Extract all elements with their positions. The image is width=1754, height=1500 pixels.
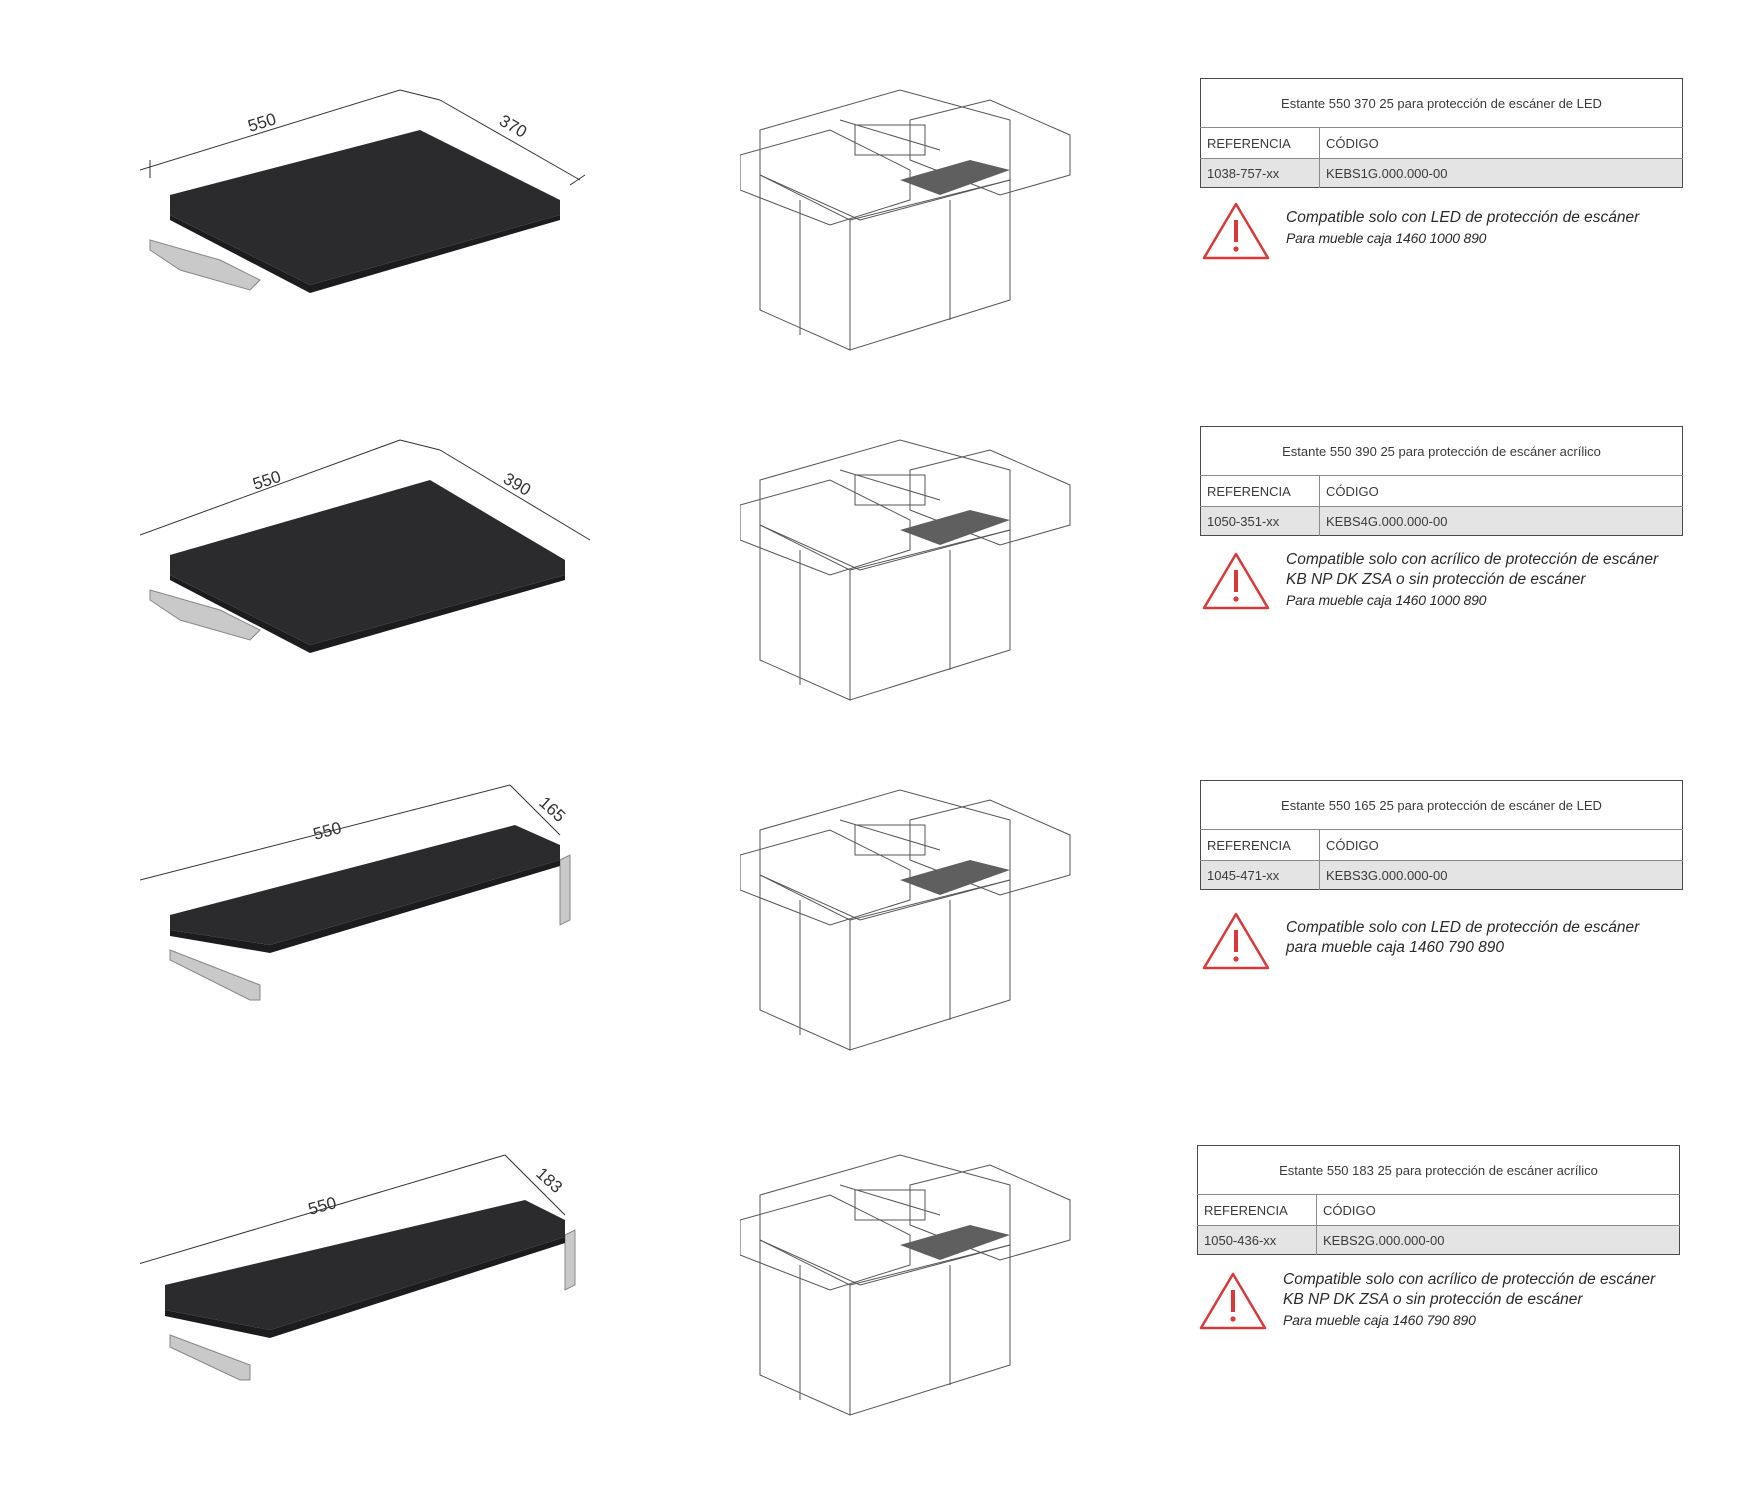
product-row-2: 550 390 Estante 550 390 25 para protecci…	[0, 410, 1754, 770]
note-line: KB NP DK ZSA o sin protección de escáner	[1286, 571, 1586, 588]
note-line: KB NP DK ZSA o sin protección de escáner	[1283, 1291, 1583, 1308]
dimension-length: 550	[250, 467, 283, 494]
checkout-counter-drawing	[740, 89, 1071, 351]
dimension-length: 550	[246, 109, 279, 135]
reference-value: 1050-351-xx	[1200, 506, 1320, 536]
note-line: Para mueble caja 1460 790 890	[1283, 1312, 1476, 1328]
dimension-depth: 370	[496, 111, 530, 142]
spec-table: Estante 550 390 25 para protección de es…	[1200, 426, 1683, 536]
table-title: Estante 550 183 25 para protección de es…	[1197, 1145, 1680, 1195]
spec-table: Estante 550 165 25 para protección de es…	[1200, 780, 1683, 890]
col-header-referencia: REFERENCIA	[1200, 127, 1320, 159]
reference-value: 1045-471-xx	[1200, 860, 1320, 890]
reference-value: 1050-436-xx	[1197, 1225, 1317, 1255]
shelf-drawing: 550 165	[140, 784, 571, 1001]
checkout-counter-drawing	[740, 789, 1071, 1051]
compatibility-note: Compatible solo con LED de protección de…	[1200, 910, 1720, 980]
note-line: Compatible solo con LED de protección de…	[1286, 209, 1640, 226]
warning-triangle-icon	[1199, 1272, 1267, 1330]
spec-table: Estante 550 370 25 para protección de es…	[1200, 78, 1683, 188]
product-row-3: 550 165 Estante 550 165 25 para protecci…	[0, 760, 1754, 1120]
code-value: KEBS3G.000.000-00	[1319, 860, 1683, 890]
dimension-length: 550	[306, 1193, 338, 1219]
code-value: KEBS2G.000.000-00	[1316, 1225, 1680, 1255]
note-line: Compatible solo con acrílico de protecci…	[1283, 1271, 1656, 1288]
dimension-depth: 183	[532, 1164, 566, 1197]
warning-triangle-icon	[1202, 202, 1270, 260]
table-title: Estante 550 390 25 para protección de es…	[1200, 426, 1683, 476]
shelf-drawing: 550 183	[140, 1154, 576, 1381]
dimension-depth: 390	[500, 469, 534, 500]
checkout-counter-drawing	[740, 439, 1071, 701]
warning-triangle-icon	[1202, 552, 1270, 610]
compatibility-note: Compatible solo con acrílico de protecci…	[1197, 1270, 1717, 1340]
dimension-depth: 165	[535, 793, 569, 826]
code-value: KEBS1G.000.000-00	[1319, 158, 1683, 188]
col-header-referencia: REFERENCIA	[1197, 1194, 1317, 1226]
shelf-drawing: 550 390	[140, 439, 591, 653]
product-row-1: 550 370 Estante 550 370 25 para protecci…	[0, 60, 1754, 420]
checkout-counter-drawing	[740, 1154, 1071, 1416]
spec-table: Estante 550 183 25 para protección de es…	[1197, 1145, 1680, 1255]
note-line: Compatible solo con LED de protección de…	[1286, 919, 1640, 936]
dimension-length: 550	[311, 818, 343, 844]
col-header-codigo: CÓDIGO	[1319, 829, 1683, 861]
col-header-codigo: CÓDIGO	[1316, 1194, 1680, 1226]
col-header-referencia: REFERENCIA	[1200, 829, 1320, 861]
col-header-codigo: CÓDIGO	[1319, 475, 1683, 507]
compatibility-note: Compatible solo con acrílico de protecci…	[1200, 550, 1720, 620]
col-header-referencia: REFERENCIA	[1200, 475, 1320, 507]
compatibility-note: Compatible solo con LED de protección de…	[1200, 200, 1720, 270]
col-header-codigo: CÓDIGO	[1319, 127, 1683, 159]
code-value: KEBS4G.000.000-00	[1319, 506, 1683, 536]
table-title: Estante 550 370 25 para protección de es…	[1200, 78, 1683, 128]
table-title: Estante 550 165 25 para protección de es…	[1200, 780, 1683, 830]
warning-triangle-icon	[1202, 912, 1270, 970]
note-line: Para mueble caja 1460 1000 890	[1286, 592, 1487, 608]
reference-value: 1038-757-xx	[1200, 158, 1320, 188]
shelf-drawing: 550 370	[140, 89, 586, 293]
note-line: Para mueble caja 1460 1000 890	[1286, 230, 1487, 246]
note-line: Compatible solo con acrílico de protecci…	[1286, 551, 1659, 568]
note-line: para mueble caja 1460 790 890	[1286, 939, 1505, 956]
product-row-4: 550 183 Estante 550 183 25 para protecci…	[0, 1125, 1754, 1485]
